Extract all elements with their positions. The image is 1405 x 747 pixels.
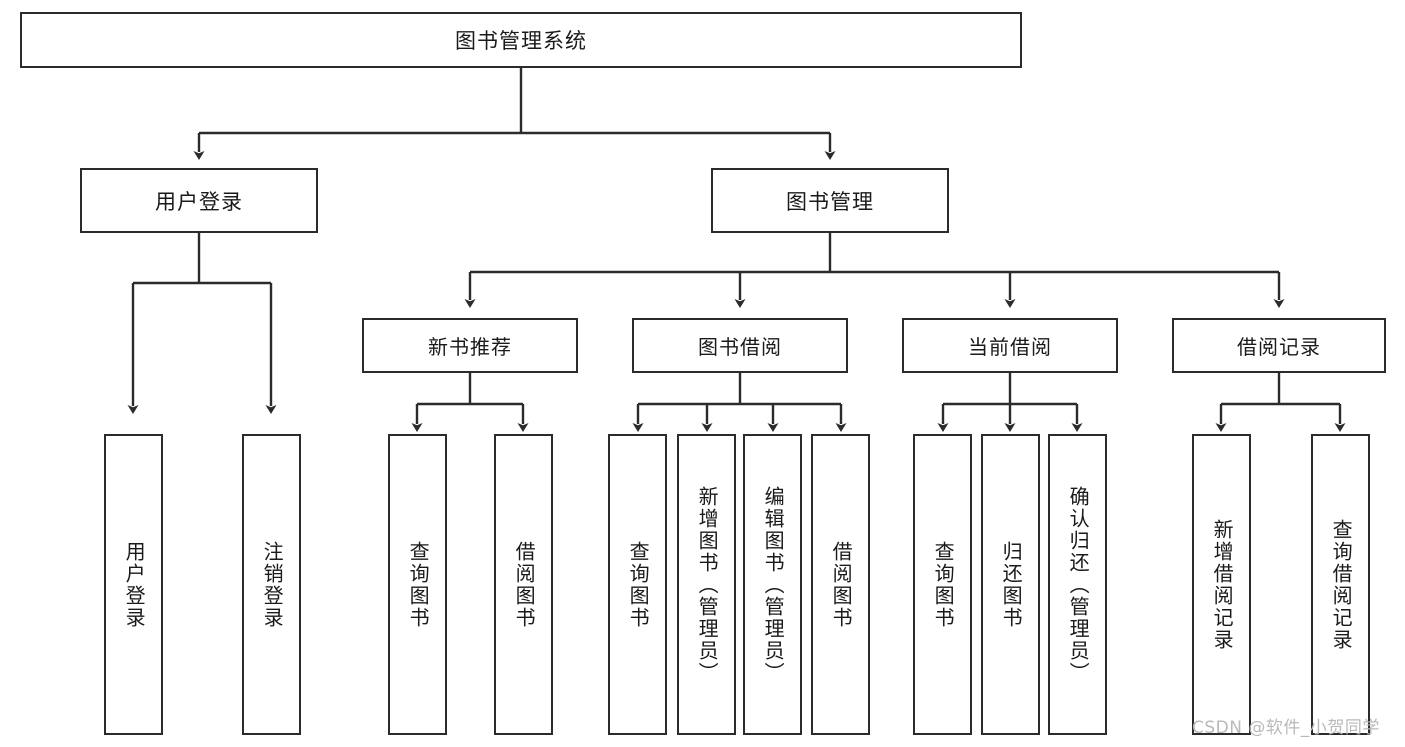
node-label: 查询图书 xyxy=(406,540,431,629)
node-root-book-management-system[interactable]: 图书管理系统 xyxy=(20,12,1022,68)
node-label: 查询图书 xyxy=(931,540,956,629)
node-leaf-borrow-book-recommendation[interactable]: 借阅图书 xyxy=(494,434,553,735)
node-label: 图书借阅 xyxy=(698,335,782,359)
node-user-login[interactable]: 用户登录 xyxy=(80,168,318,233)
node-new-book-recommendation[interactable]: 新书推荐 xyxy=(362,318,578,373)
node-label: 注销登录 xyxy=(260,540,285,629)
node-leaf-add-borrow-record[interactable]: 新增借阅记录 xyxy=(1192,434,1251,735)
node-label: 归还图书 xyxy=(999,540,1024,629)
node-label: 用户登录 xyxy=(122,540,147,629)
node-label: 新书推荐 xyxy=(428,335,512,359)
node-leaf-user-login[interactable]: 用户登录 xyxy=(104,434,163,735)
node-borrow-records[interactable]: 借阅记录 xyxy=(1172,318,1386,373)
node-label: 图书管理 xyxy=(786,189,874,214)
node-label: 借阅记录 xyxy=(1237,335,1321,359)
node-leaf-query-book-borrowing[interactable]: 查询图书 xyxy=(608,434,667,735)
node-leaf-borrow-book[interactable]: 借阅图书 xyxy=(811,434,870,735)
node-label: 用户登录 xyxy=(155,189,243,214)
node-label: 查询借阅记录 xyxy=(1329,518,1354,651)
node-leaf-confirm-return[interactable]: 确认归还（管理员） xyxy=(1048,434,1107,735)
csdn-watermark: CSDN @软件_小贺同学 xyxy=(1192,718,1380,738)
node-leaf-query-borrow-record[interactable]: 查询借阅记录 xyxy=(1311,434,1370,735)
node-leaf-query-book-recommendation[interactable]: 查询图书 xyxy=(388,434,447,735)
node-book-borrowing[interactable]: 图书借阅 xyxy=(632,318,848,373)
node-label: 编辑图书（管理员） xyxy=(761,485,786,684)
node-leaf-logout[interactable]: 注销登录 xyxy=(242,434,301,735)
node-label: 借阅图书 xyxy=(512,540,537,629)
node-label: 新增借阅记录 xyxy=(1210,518,1235,651)
node-label: 新增图书（管理员） xyxy=(695,485,720,684)
node-leaf-add-book[interactable]: 新增图书（管理员） xyxy=(677,434,736,735)
node-current-borrowing[interactable]: 当前借阅 xyxy=(902,318,1118,373)
node-book-management[interactable]: 图书管理 xyxy=(711,168,949,233)
node-label: 借阅图书 xyxy=(829,540,854,629)
node-leaf-return-book[interactable]: 归还图书 xyxy=(981,434,1040,735)
node-leaf-edit-book[interactable]: 编辑图书（管理员） xyxy=(743,434,802,735)
node-label: 确认归还（管理员） xyxy=(1066,485,1091,684)
node-label: 当前借阅 xyxy=(968,335,1052,359)
node-leaf-query-book-current[interactable]: 查询图书 xyxy=(913,434,972,735)
node-label: 图书管理系统 xyxy=(455,29,587,53)
node-label: 查询图书 xyxy=(626,540,651,629)
